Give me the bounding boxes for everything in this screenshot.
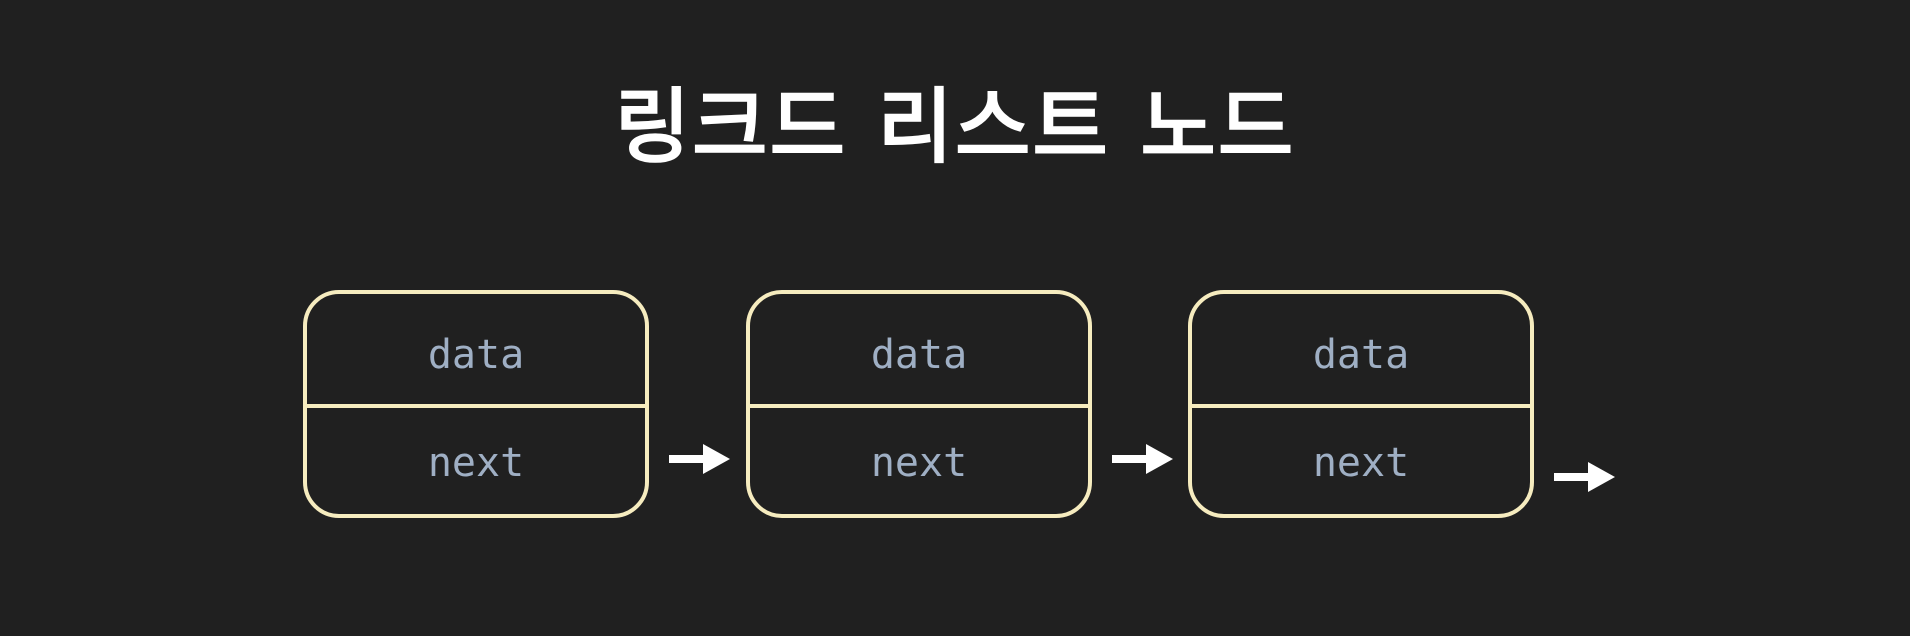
node-1-divider [307,404,645,408]
linked-list-node-3: data next [1188,290,1534,518]
node-2-data-field: data [870,332,968,378]
node-1-data-field: data [427,332,525,378]
diagram-title: 링크드 리스트 노드 [614,80,1296,175]
linked-list-node-1: data next [303,290,649,518]
node-3-next-field: next [1312,440,1410,486]
node-3-divider [1192,404,1530,408]
node-2-divider [750,404,1088,408]
node-3-data-field: data [1312,332,1410,378]
node-2-next-field: next [870,440,968,486]
arrow-right-icon [1112,444,1173,474]
linked-list-node-2: data next [746,290,1092,518]
arrow-right-icon [1554,462,1615,492]
node-1-next-field: next [427,440,525,486]
arrow-right-icon [669,444,730,474]
